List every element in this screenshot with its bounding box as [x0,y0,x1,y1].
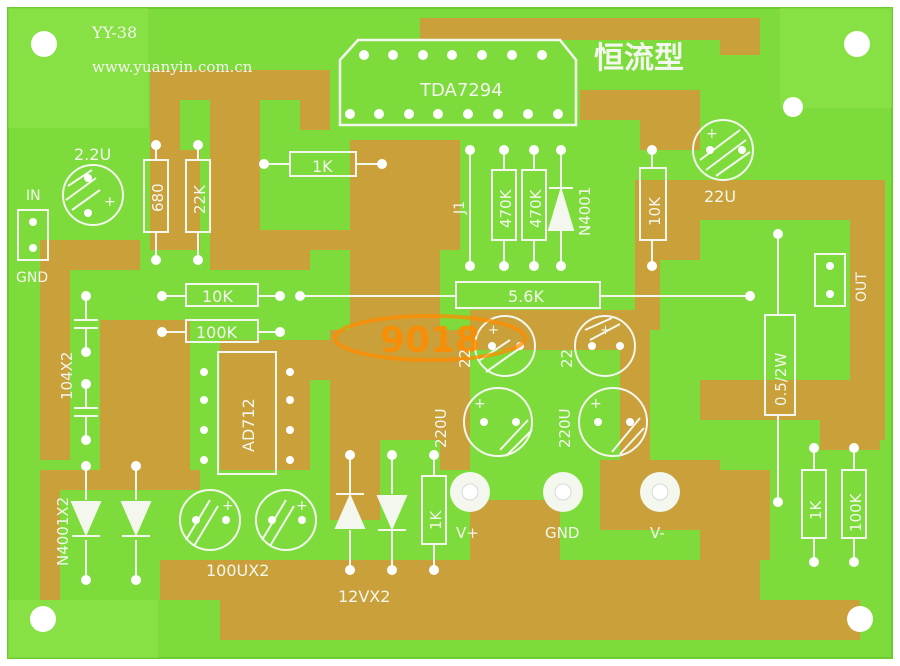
tda7294-label: TDA7294 [419,80,503,101]
r10k-right-label: 10K [646,196,664,226]
through-hole-pads [29,140,859,585]
r10k-label: 10K [202,287,233,306]
model-label: YY-38 [91,23,137,42]
c104x2-label: 104X2 [58,352,76,400]
ad712-label: AD712 [239,398,258,452]
r100k-label: 100K [196,323,238,342]
svg-text:+: + [296,498,308,514]
website-label: www.yuanyin.com.cn [92,58,253,76]
mounting-holes [30,31,873,632]
zener-12vx2-label: 12VX2 [338,587,390,606]
r470k-a-label: 470K [497,188,515,228]
diode-symbols [70,186,575,537]
svg-text:+: + [104,194,116,210]
r1k-right-label: 1K [807,499,825,520]
mask-highlights [8,8,892,658]
d-n4001-label: N4001 [576,187,594,236]
svg-text:+: + [474,396,486,412]
svg-text:9018: 9018 [380,320,480,361]
silkscreen-text: YY-38 www.yuanyin.com.cn 恒流型 TDA7294 IN … [16,23,870,606]
cap-hatch [65,129,751,547]
svg-text:+: + [222,498,234,514]
copper-traces [40,18,885,640]
svg-text:+: + [600,323,611,338]
gnd-center-label: GND [545,524,579,542]
power-terminals [450,472,680,512]
cap220u-b-label: 220U [556,408,574,448]
out-label: OUT [854,272,870,302]
r1k-mid-label: 1K [427,509,445,530]
tda7294-pins [345,50,563,119]
r22k-label: 22K [191,184,209,214]
tda7294-footprint [338,38,578,127]
d-n4001x2-label: N4001X2 [54,497,72,566]
cap220u-a-label: 220U [432,408,450,448]
r680-label: 680 [149,183,167,212]
r1k-top-label: 1K [312,157,333,176]
cap22-a-label: 22 [456,349,474,368]
vminus-label: V- [650,524,665,542]
j1-label: J1 [452,201,468,215]
r05-2w-label: 0.5/2W [772,353,790,406]
title-cn: 恒流型 [594,41,684,76]
cap-22u-label: 22U [704,187,736,206]
r100k-right-label: 100K [847,492,865,532]
cap-2u2-label: 2.2U [74,145,111,164]
r5k6-label: 5.6K [508,287,544,306]
cap-100ux2-label: 100UX2 [206,561,269,580]
svg-text:+: + [488,323,499,338]
vplus-label: V+ [456,524,479,542]
watermark-logo: 9018 [333,314,527,362]
r470k-b-label: 470K [527,188,545,228]
svg-text:+: + [590,396,602,412]
cap22-b-label: 22 [558,349,576,368]
in-label: IN [26,188,41,204]
electrolytic-caps [62,119,754,551]
gnd-left-label: GND [16,270,48,286]
svg-text:+: + [706,126,718,142]
